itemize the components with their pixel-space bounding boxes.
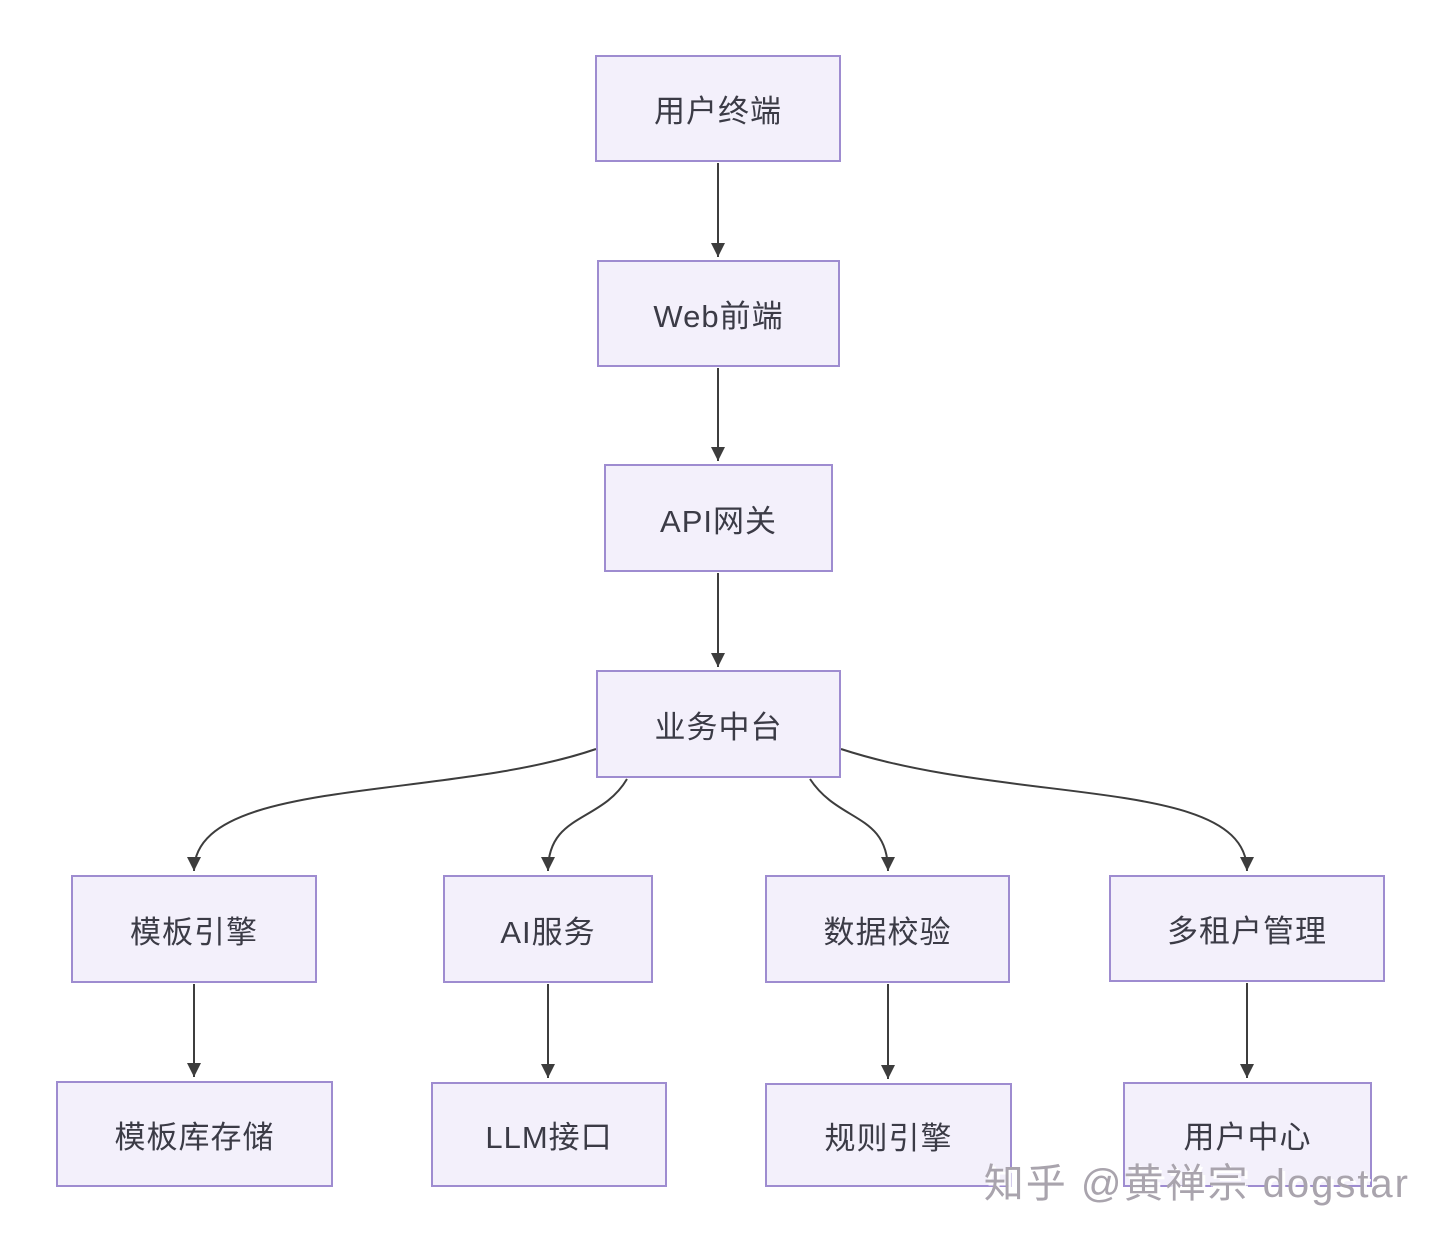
node-business-platform: 业务中台: [596, 670, 841, 778]
watermark: 知乎 @黄禅宗 dogstar: [983, 1162, 1410, 1206]
node-user-center: 用户中心: [1123, 1082, 1372, 1187]
node-data-validation: 数据校验: [765, 875, 1010, 983]
node-template-storage-label: 模板库存储: [114, 1119, 275, 1155]
node-web-frontend: Web前端: [597, 260, 840, 367]
node-llm-interface-label: LLM接口: [485, 1120, 613, 1155]
node-business-platform-label: 业务中台: [654, 709, 783, 745]
node-api-gateway: API网关: [604, 464, 833, 572]
node-ai-service-label: AI服务: [500, 914, 596, 950]
node-multi-tenant-label: 多租户管理: [1167, 914, 1327, 949]
node-template-engine-label: 模板引擎: [130, 914, 258, 950]
edge-business-platform-to-ai-service: [541, 778, 628, 872]
node-template-storage: 模板库存储: [56, 1081, 333, 1187]
edge-business-platform-to-multi-tenant: [840, 748, 1254, 872]
node-data-validation-label: 数据校验: [823, 914, 952, 950]
node-template-engine: 模板引擎: [71, 875, 317, 983]
node-llm-interface: LLM接口: [431, 1082, 667, 1187]
node-rule-engine: 规则引擎: [765, 1083, 1012, 1187]
node-rule-engine-label: 规则引擎: [824, 1120, 953, 1156]
node-ai-service: AI服务: [443, 875, 653, 983]
node-user-terminal: 用户终端: [595, 55, 841, 162]
node-user-center-label: 用户中心: [1183, 1120, 1312, 1155]
node-api-gateway-label: API网关: [660, 503, 777, 539]
node-web-frontend-label: Web前端: [653, 299, 784, 334]
node-multi-tenant: 多租户管理: [1109, 875, 1385, 982]
edge-business-platform-to-template-engine: [187, 748, 597, 872]
node-user-terminal-label: 用户终端: [654, 94, 782, 129]
edge-business-platform-to-data-validation: [809, 778, 895, 872]
